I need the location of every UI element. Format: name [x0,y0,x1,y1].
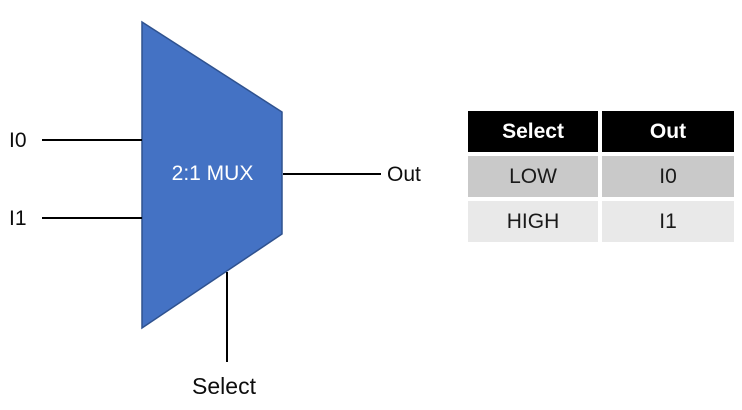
mux-shape-label: 2:1 MUX [171,162,254,185]
truth-table-cell-row1-out: I1 [602,201,734,242]
input1-label: I1 [9,207,27,230]
mux-trapezoid-shape [141,20,283,330]
output-label: Out [387,163,421,186]
truth-table-cell-row1-select: HIGH [468,201,598,242]
truth-table-header-select: Select [468,111,598,152]
select-label: Select [192,373,256,399]
truth-table: Select Out LOW I0 HIGH I1 [468,111,734,242]
input0-label: I0 [9,129,27,152]
truth-table-cell-row0-select: LOW [468,156,598,197]
truth-table-header-out: Out [602,111,734,152]
truth-table-cell-row0-out: I0 [602,156,734,197]
